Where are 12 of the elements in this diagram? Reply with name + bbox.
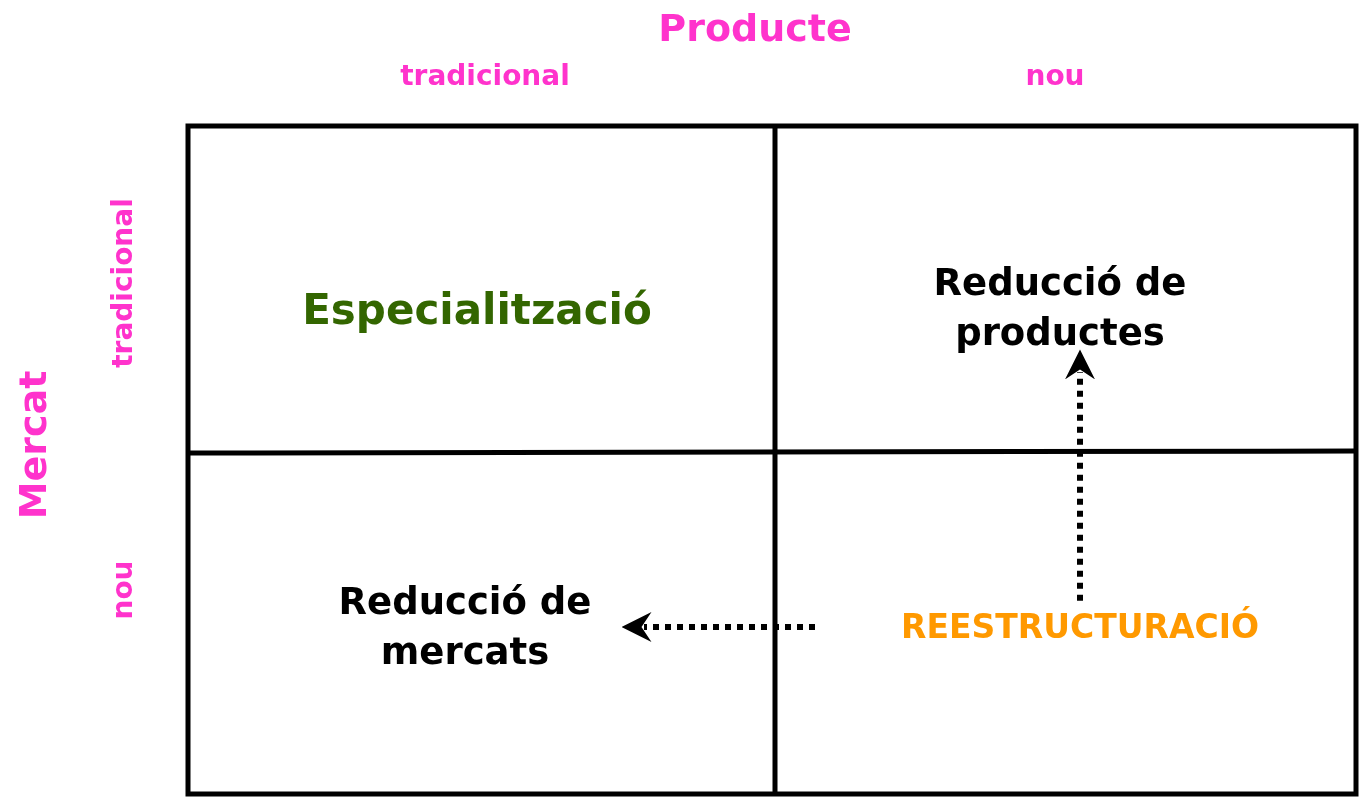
cell-text: Reducció de mercats (300, 577, 630, 677)
cell-text: Reducció de productes (895, 258, 1225, 358)
row-label: tradicional (105, 198, 139, 368)
column-label: tradicional (400, 58, 570, 92)
dotted-arrow (1065, 349, 1095, 601)
cell-text: REESTRUCTURACIÓ (845, 604, 1315, 650)
axis-title: Producte (658, 6, 852, 50)
dotted-arrow (621, 612, 815, 642)
cell-text: Especialització (267, 281, 687, 339)
axis-title: Mercat (11, 370, 55, 520)
column-label: nou (1025, 58, 1085, 92)
row-label: nou (105, 560, 139, 620)
